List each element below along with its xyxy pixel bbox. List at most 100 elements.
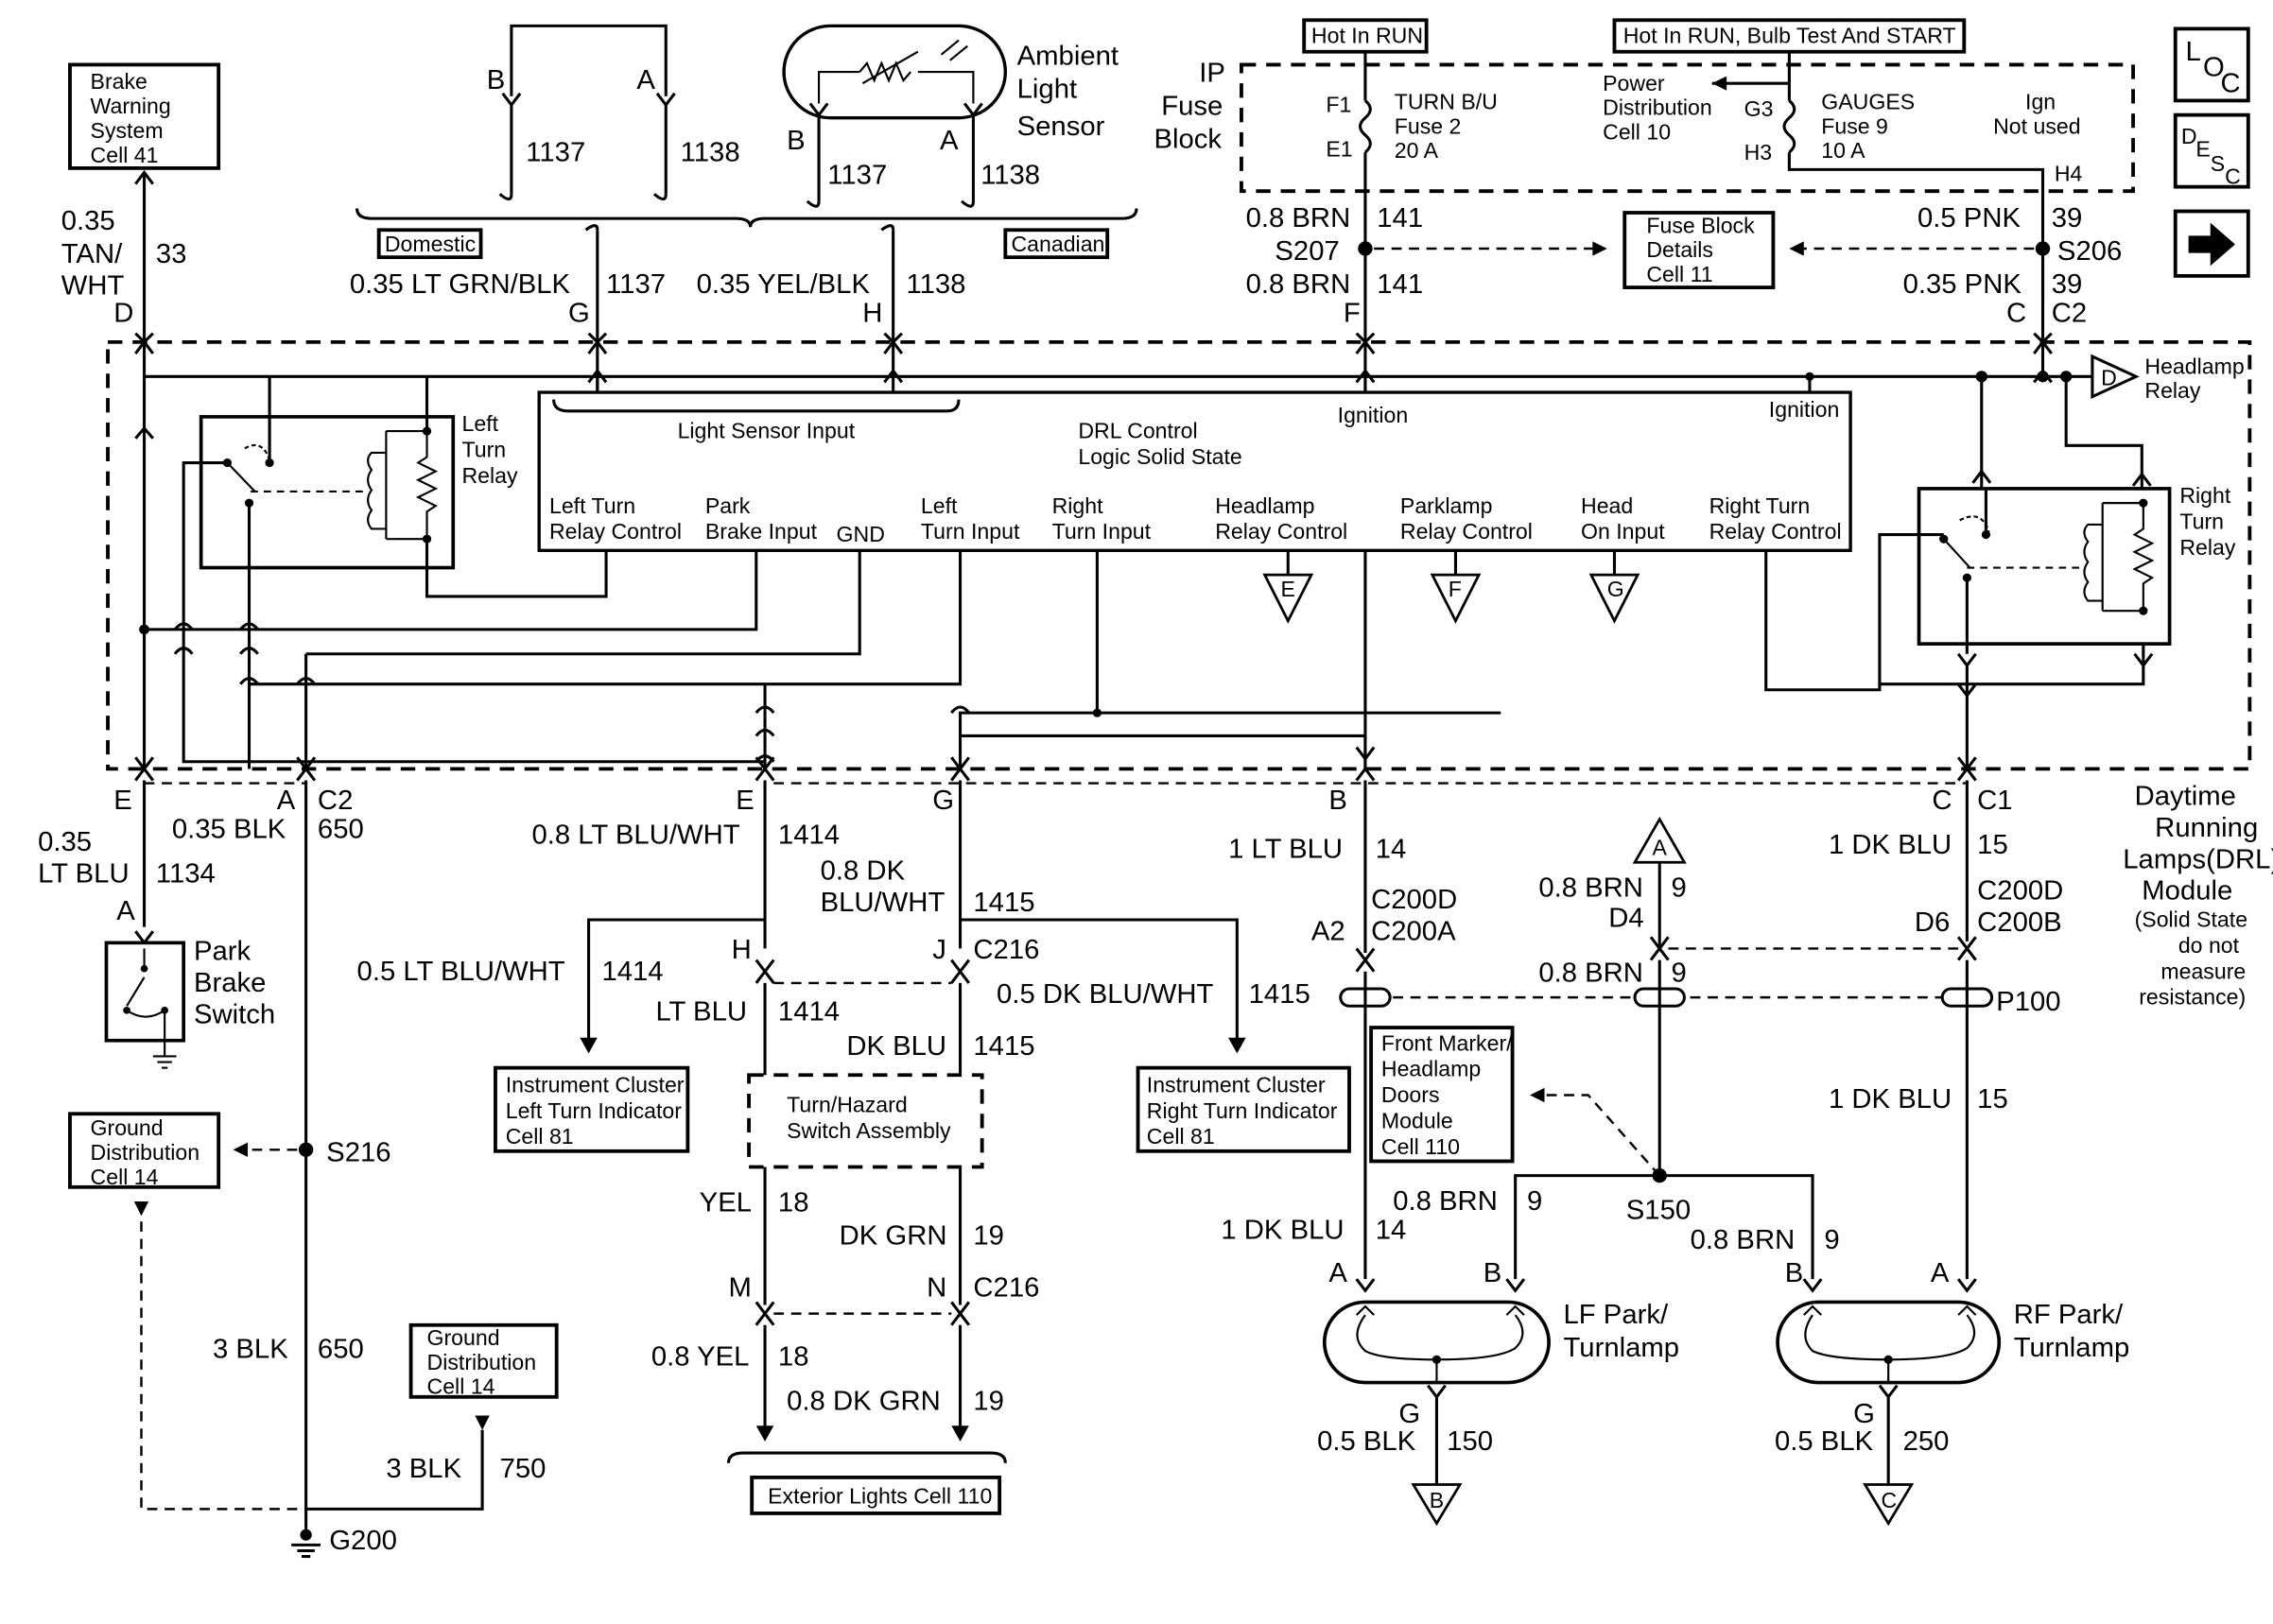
diagram-label: Cell 81: [1147, 1124, 1215, 1149]
diagram-label: Instrument Cluster: [1147, 1073, 1326, 1097]
diagram-label: Relay: [2179, 535, 2236, 560]
diagram-label: C: [1881, 1488, 1897, 1512]
diagram-label: M: [729, 1273, 752, 1304]
splice-s206: [2035, 241, 2051, 256]
ip-fuse-block-label: Block: [1154, 125, 1222, 155]
diagram-label: Left: [921, 493, 958, 518]
diagram-label: Daytime: [2135, 782, 2236, 812]
diagram-label: Power: [1603, 71, 1665, 95]
diagram-label: Cell 11: [1646, 262, 1712, 286]
diagram-label: 0.8 BRN: [1246, 203, 1351, 233]
diagram-label: Headlamp: [1215, 493, 1314, 518]
diagram-label: Right: [2179, 483, 2231, 508]
diagram-label: 750: [500, 1454, 547, 1484]
ambient-light-sensor: [782, 24, 1008, 208]
diagram-label: Running: [2155, 813, 2258, 843]
diagram-label: E: [113, 786, 132, 816]
diagram-label: Turnlamp: [1564, 1333, 1680, 1363]
front-marker-headlamp-doors-box[interactable]: Front Marker/ Headlamp Doors Module Cell…: [1369, 1026, 1515, 1164]
diagram-label: C216: [973, 935, 1039, 965]
diagram-label: 1 DK BLU: [1829, 1084, 1952, 1114]
diagram-label: On Input: [1581, 519, 1665, 544]
diagram-label: GND: [837, 522, 885, 546]
exterior-lights-box[interactable]: Exterior Lights Cell 110: [750, 1476, 1002, 1515]
desc-button[interactable]: D E S C: [2173, 112, 2250, 189]
diagram-label: B: [1430, 1488, 1444, 1512]
next-page-arrow-button[interactable]: [2173, 209, 2250, 278]
gauges-fuse: [1711, 76, 2045, 302]
diagram-label: D: [113, 299, 133, 329]
triangle-b-ref: [1411, 1483, 1463, 1527]
ic-right-turn-indicator-box[interactable]: Instrument Cluster Right Turn Indicator …: [1136, 1065, 1351, 1153]
ic-left-turn-indicator-box[interactable]: Instrument Cluster Left Turn Indicator C…: [494, 1065, 690, 1153]
diagram-label: 141: [1377, 203, 1423, 233]
diagram-label: 0.5 BLK: [1317, 1426, 1416, 1457]
diagram-label: D6: [1915, 907, 1950, 938]
diagram-label: 0.35 PNK: [1903, 269, 2022, 300]
sensor-pin-b: B: [787, 126, 806, 156]
circuit-1138-canadian: 1138: [980, 161, 1040, 191]
diagram-label: GAUGES: [1821, 90, 1915, 114]
diagram-label: E: [2195, 137, 2210, 162]
ambient-label: Ambient: [1017, 42, 1119, 72]
diagram-label: Ground: [427, 1325, 500, 1350]
diagram-label: C2: [318, 786, 353, 816]
diagram-label: RF Park/: [2014, 1300, 2124, 1330]
diagram-label: C200B: [1977, 907, 2062, 938]
diagram-label: 0.8 BRN: [1691, 1225, 1796, 1255]
diagram-label: Distribution: [427, 1350, 537, 1374]
diagram-label: Hot In RUN: [1311, 24, 1423, 48]
diagram-label: Park: [194, 937, 252, 967]
diagram-label: F: [1449, 577, 1462, 601]
diagram-label: O: [2203, 53, 2225, 83]
diagram-label: Exterior Lights Cell 110: [768, 1483, 992, 1508]
diagram-label: D: [2101, 366, 2117, 390]
diagram-label: 9: [1672, 873, 1687, 904]
diagram-label: do not: [2178, 933, 2240, 958]
diagram-label: 0.35: [61, 206, 115, 236]
diagram-label: 0.8 LT BLU/WHT: [531, 821, 739, 851]
diagram-label: S216: [326, 1138, 390, 1168]
diagram-label: Ground: [91, 1115, 164, 1140]
diagram-label: N: [927, 1273, 946, 1304]
diagram-label: Ignition: [1338, 403, 1409, 427]
diagram-label: Cell 10: [1603, 120, 1671, 145]
diagram-label: 650: [318, 1335, 364, 1365]
diagram-label: C200D: [1371, 885, 1457, 915]
diagram-label: S150: [1626, 1195, 1691, 1225]
sensor-pin-a: A: [940, 126, 959, 156]
diagram-label: 9: [1672, 959, 1687, 989]
diagram-label: DRL Control: [1078, 419, 1197, 443]
diagram-label: Distribution: [91, 1140, 200, 1165]
diagram-label: G: [1398, 1399, 1420, 1429]
diagram-label: Turn: [462, 438, 507, 462]
diagram-label: H3: [1744, 140, 1773, 164]
diagram-label: 1 LT BLU: [1228, 835, 1343, 865]
splice-s207: [1358, 241, 1373, 256]
diagram-label: C1: [1977, 786, 2012, 816]
diagram-label: 1414: [601, 957, 663, 987]
drl-module-outline: [106, 339, 2252, 771]
circuit-1137-domestic: 1137: [526, 137, 585, 167]
ground-distribution-box-1[interactable]: Ground Distribution Cell 14: [68, 1112, 221, 1189]
diagram-label: Turn/Hazard: [787, 1093, 908, 1117]
diagram-label: DK BLU: [846, 1031, 946, 1062]
diagram-label: Cell 110: [1381, 1134, 1460, 1159]
diagram-label: G200: [329, 1526, 397, 1556]
brake-warning-system-box[interactable]: Brake Warning System Cell 41: [68, 62, 221, 170]
diagram-label: B: [1484, 1258, 1502, 1288]
diagram-label: BLU/WHT: [821, 888, 946, 918]
diagram-label: G: [568, 299, 590, 329]
diagram-label: (Solid State: [2135, 907, 2247, 932]
diagram-label: Module: [1381, 1109, 1453, 1133]
domestic-label-box: Domestic: [376, 228, 483, 260]
diagram-label: A: [1328, 1258, 1347, 1288]
fuse-block-details-box[interactable]: Fuse Block Details Cell 11: [1622, 211, 1776, 289]
ground-distribution-box-2[interactable]: Ground Distribution Cell 14: [408, 1322, 559, 1399]
diagram-label: YEL: [700, 1188, 752, 1218]
rf-park-turnlamp: [1776, 1300, 2002, 1385]
diagram-label: C2: [2052, 299, 2087, 329]
diagram-label: Brake Input: [705, 519, 818, 544]
loc-button[interactable]: L O C: [2173, 26, 2250, 103]
diagram-label: G: [932, 786, 954, 816]
